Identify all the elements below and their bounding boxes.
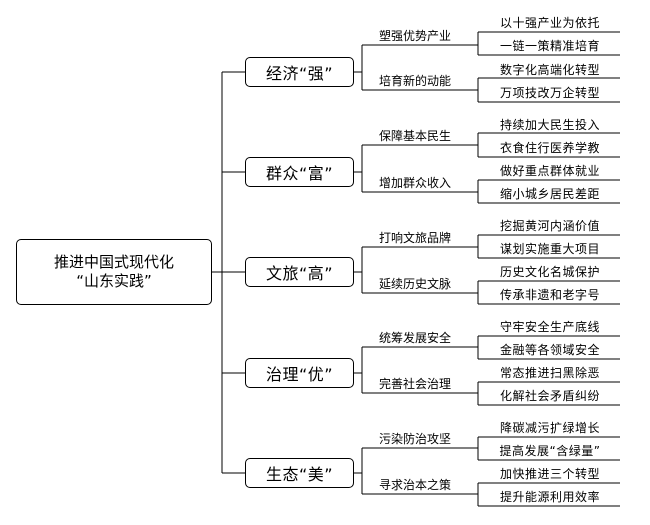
- leaf-label: 提升能源利用效率: [499, 490, 600, 504]
- branch-label: 生态“美”: [265, 465, 334, 484]
- root-title-line2: “山东实践”: [76, 272, 152, 290]
- leaf-label: 一链一策精准培育: [499, 39, 600, 53]
- root-title-line1: 推进中国式现代化: [53, 253, 174, 271]
- leaf-label: 加快推进三个转型: [499, 467, 600, 481]
- leaf-label: 守牢安全生产底线: [499, 320, 600, 334]
- branch-label: 经济“强”: [265, 64, 334, 83]
- leaf-label: 历史文化名城保护: [499, 265, 600, 279]
- branch-node-culture-tourism: 文旅“高”: [245, 257, 354, 287]
- leaf-label: 谋划实施重大项目: [499, 242, 600, 256]
- leaf-label: 传承非遗和老字号: [499, 288, 600, 302]
- sub-label: 培育新的动能: [378, 74, 451, 88]
- leaf-label: 以十强产业为依托: [499, 16, 600, 30]
- leaf-label: 提高发展“含绿量”: [499, 444, 601, 458]
- branch-node-people: 群众“富”: [245, 157, 354, 187]
- leaf-label: 数字化高端化转型: [499, 63, 600, 77]
- leaf-label: 做好重点群体就业: [499, 164, 600, 178]
- sub-label: 完善社会治理: [378, 377, 451, 391]
- sub-label: 打响文旅品牌: [378, 231, 451, 245]
- leaf-label: 金融等各领域安全: [499, 343, 600, 357]
- sub-label: 统筹发展安全: [378, 331, 451, 345]
- branch-node-ecology: 生态“美”: [245, 458, 354, 488]
- leaf-label: 持续加大民生投入: [499, 118, 600, 132]
- leaf-label: 缩小城乡居民差距: [499, 187, 600, 201]
- leaf-label: 衣食住行医养学教: [499, 141, 600, 155]
- leaf-label: 挖掘黄河内涵价值: [499, 219, 600, 233]
- sub-label: 塑强优势产业: [378, 29, 451, 43]
- leaf-label: 万项技改万企转型: [499, 86, 600, 100]
- sub-label: 寻求治本之策: [378, 478, 451, 492]
- root-node: 推进中国式现代化 “山东实践”: [16, 239, 212, 305]
- leaf-label: 化解社会矛盾纠纷: [499, 389, 600, 403]
- sub-label: 延续历史文脉: [378, 277, 451, 291]
- branch-label: 群众“富”: [265, 164, 334, 183]
- sub-label: 污染防治攻坚: [378, 432, 451, 446]
- sub-label: 保障基本民生: [378, 129, 451, 143]
- branch-node-economy: 经济“强”: [245, 57, 354, 87]
- branch-label: 治理“优”: [265, 365, 334, 384]
- leaf-label: 常态推进扫黑除恶: [499, 366, 600, 380]
- leaf-label: 降碳减污扩绿增长: [499, 421, 600, 435]
- branch-label: 文旅“高”: [265, 264, 334, 283]
- sub-label: 增加群众收入: [378, 176, 451, 190]
- branch-node-governance: 治理“优”: [245, 358, 354, 388]
